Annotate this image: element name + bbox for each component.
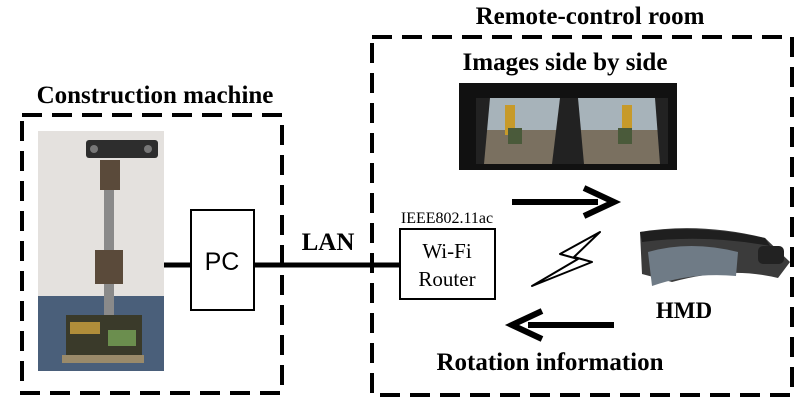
rotation-information-label: Rotation information — [436, 349, 663, 376]
wifi-label: Wi-Fi — [422, 239, 471, 263]
construction-machine-box — [20, 113, 284, 395]
arrow-left-icon — [504, 308, 614, 342]
lightning-bolt-icon — [531, 231, 601, 287]
remote-room-title: Remote-control room — [476, 3, 705, 30]
lan-label: LAN — [302, 229, 355, 256]
pc-label: PC — [205, 248, 240, 276]
ieee-label: IEEE802.11ac — [401, 210, 493, 227]
construction-machine-title: Construction machine — [37, 82, 274, 109]
hmd-label: HMD — [656, 298, 712, 323]
stereo-images — [459, 83, 677, 170]
remote-room-box — [370, 35, 794, 397]
arrow-right-icon — [512, 185, 622, 219]
pc-box — [190, 209, 255, 311]
router-label: Router — [418, 267, 475, 291]
hmd-photo — [640, 228, 790, 286]
images-side-by-side-label: Images side by side — [463, 49, 668, 76]
wifi-router-box — [399, 228, 496, 300]
robot-photo — [38, 131, 164, 371]
